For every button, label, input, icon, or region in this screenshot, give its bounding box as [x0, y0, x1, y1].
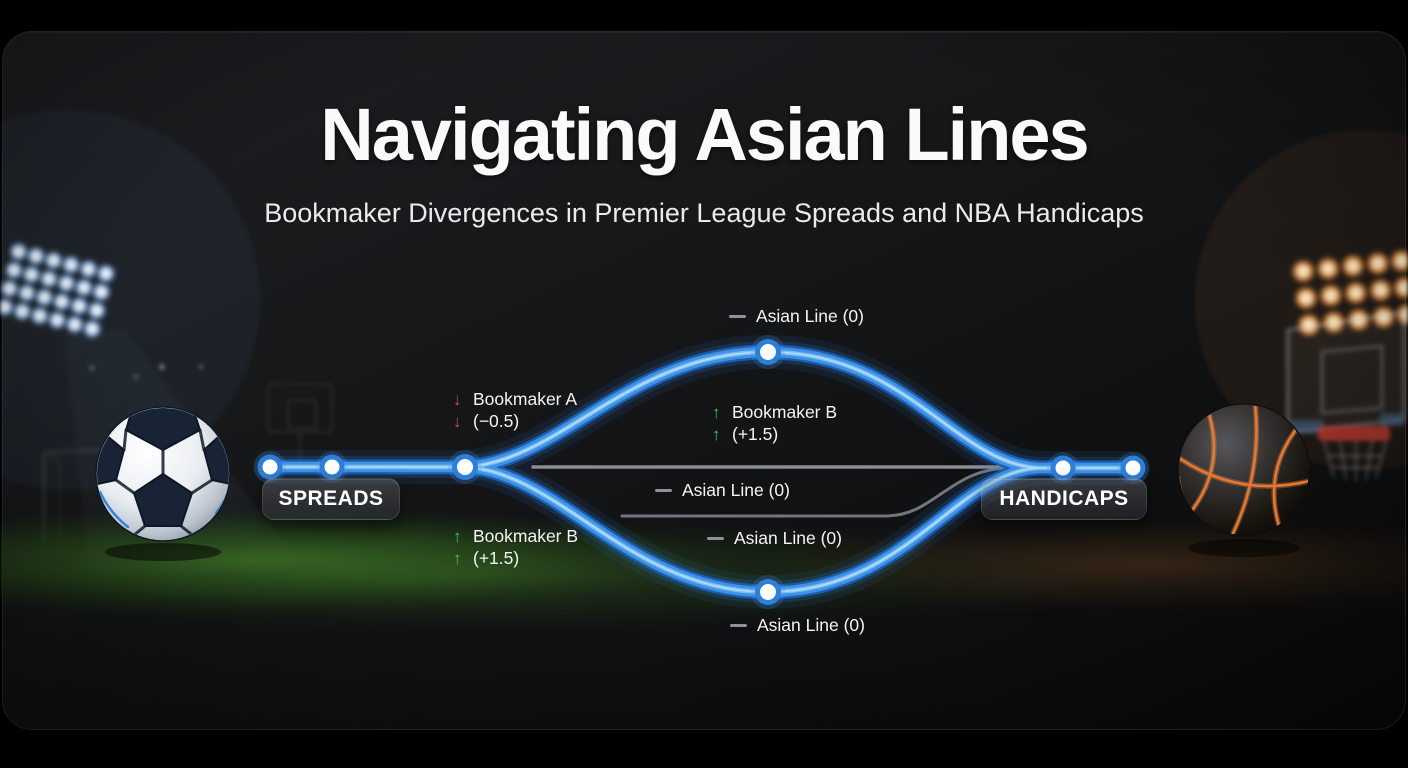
- page-subtitle: Bookmaker Divergences in Premier League …: [264, 197, 1144, 228]
- up-arrow-icon: ↑: [712, 424, 721, 444]
- dash-icon: [730, 623, 747, 627]
- asian-line-middle-text: Asian Line (0): [682, 479, 790, 500]
- bookmaker-b-left-value: (+1.5): [473, 547, 520, 568]
- page-title: Navigating Asian Lines: [320, 93, 1089, 176]
- node: [1117, 452, 1149, 484]
- dash-icon: [655, 488, 672, 492]
- bookmaker-lines: [253, 335, 1150, 609]
- node: [1047, 452, 1079, 484]
- handicaps-label: HANDICAPS: [999, 487, 1129, 510]
- asian-line-bottom-text: Asian Line (0): [757, 614, 865, 635]
- dash-icon: [729, 314, 746, 318]
- line-nodes: [254, 335, 1149, 609]
- asian-line-lower-text: Asian Line (0): [734, 527, 842, 548]
- spreads-label: SPREADS: [278, 487, 384, 510]
- asian-line-lower-label: Asian Line (0): [707, 528, 842, 548]
- node-bottom: [751, 575, 785, 609]
- dash-icon: [707, 536, 724, 540]
- asian-line-middle-label: Asian Line (0): [655, 480, 790, 500]
- node-top: [751, 335, 785, 369]
- bookmaker-a-label: ↓ Bookmaker A ↓ (−0.5): [453, 388, 577, 432]
- asian-line-bottom-label: Asian Line (0): [730, 615, 865, 635]
- node-fork: [448, 450, 482, 484]
- header: Navigating Asian Lines Bookmaker Diverge…: [0, 96, 1408, 229]
- node: [254, 451, 286, 483]
- down-arrow-icon: ↓: [453, 411, 462, 431]
- asian-line-curved: [620, 466, 1010, 518]
- bookmaker-a-name: Bookmaker A: [473, 388, 578, 409]
- bookmaker-b-left-name: Bookmaker B: [473, 525, 579, 546]
- bookmaker-a-value: (−0.5): [473, 410, 520, 431]
- bookmaker-b-center-value: (+1.5): [732, 423, 779, 444]
- node: [316, 451, 348, 483]
- up-arrow-icon: ↑: [712, 402, 721, 422]
- bookmaker-b-center-label: ↑ Bookmaker B ↑ (+1.5): [712, 401, 837, 445]
- up-arrow-icon: ↑: [453, 526, 462, 546]
- asian-line-top-text: Asian Line (0): [756, 305, 864, 326]
- handicaps-label-pill: HANDICAPS: [981, 478, 1147, 520]
- bookmaker-b-left-label: ↑ Bookmaker B ↑ (+1.5): [453, 525, 578, 569]
- down-arrow-icon: ↓: [453, 389, 462, 409]
- bookmaker-b-center-name: Bookmaker B: [732, 401, 838, 422]
- up-arrow-icon: ↑: [453, 548, 462, 568]
- spreads-label-pill: SPREADS: [262, 478, 400, 520]
- asian-line-top-label: Asian Line (0): [729, 306, 864, 326]
